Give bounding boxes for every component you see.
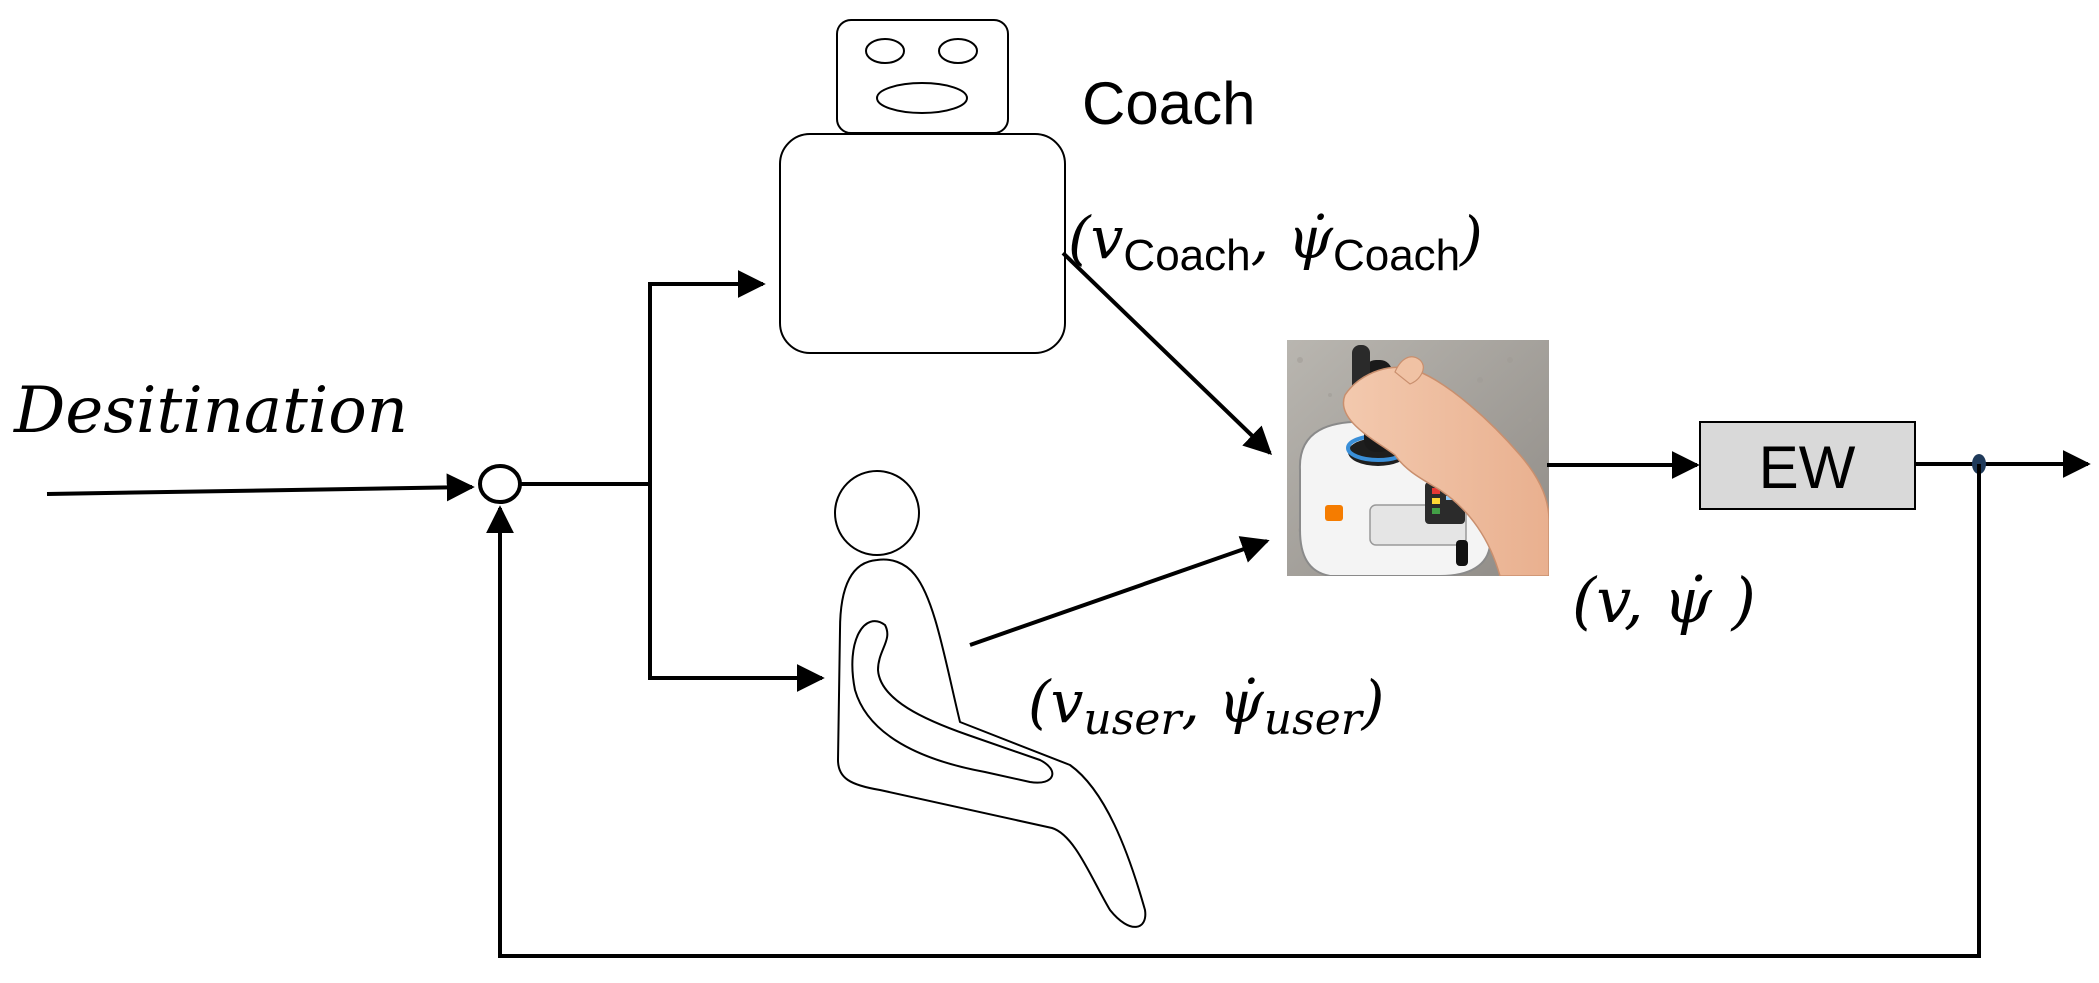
user-to-joystick-arrow	[969, 536, 1270, 647]
user-output-formula: (vuser, ψ̇user)	[1028, 668, 1384, 745]
coach-to-joystick-arrow	[1061, 251, 1273, 455]
feedback-path	[486, 464, 1981, 958]
joystick-output-formula: (v, ψ̇ )	[1572, 564, 1756, 637]
input-arrow	[46, 473, 475, 502]
coach-output-formula: (vCoach, ψ̇Coach)	[1068, 204, 1483, 280]
ew-block: EW	[1699, 421, 1916, 510]
summing-junction	[478, 464, 522, 504]
robot-coach-icon	[779, 19, 1066, 354]
seated-user-icon	[834, 470, 1147, 928]
coach-label: Coach	[1082, 70, 1255, 137]
ew-label: EW	[1759, 434, 1856, 501]
joystick-photo	[1287, 340, 1549, 576]
destination-label: Desitination	[13, 374, 408, 448]
